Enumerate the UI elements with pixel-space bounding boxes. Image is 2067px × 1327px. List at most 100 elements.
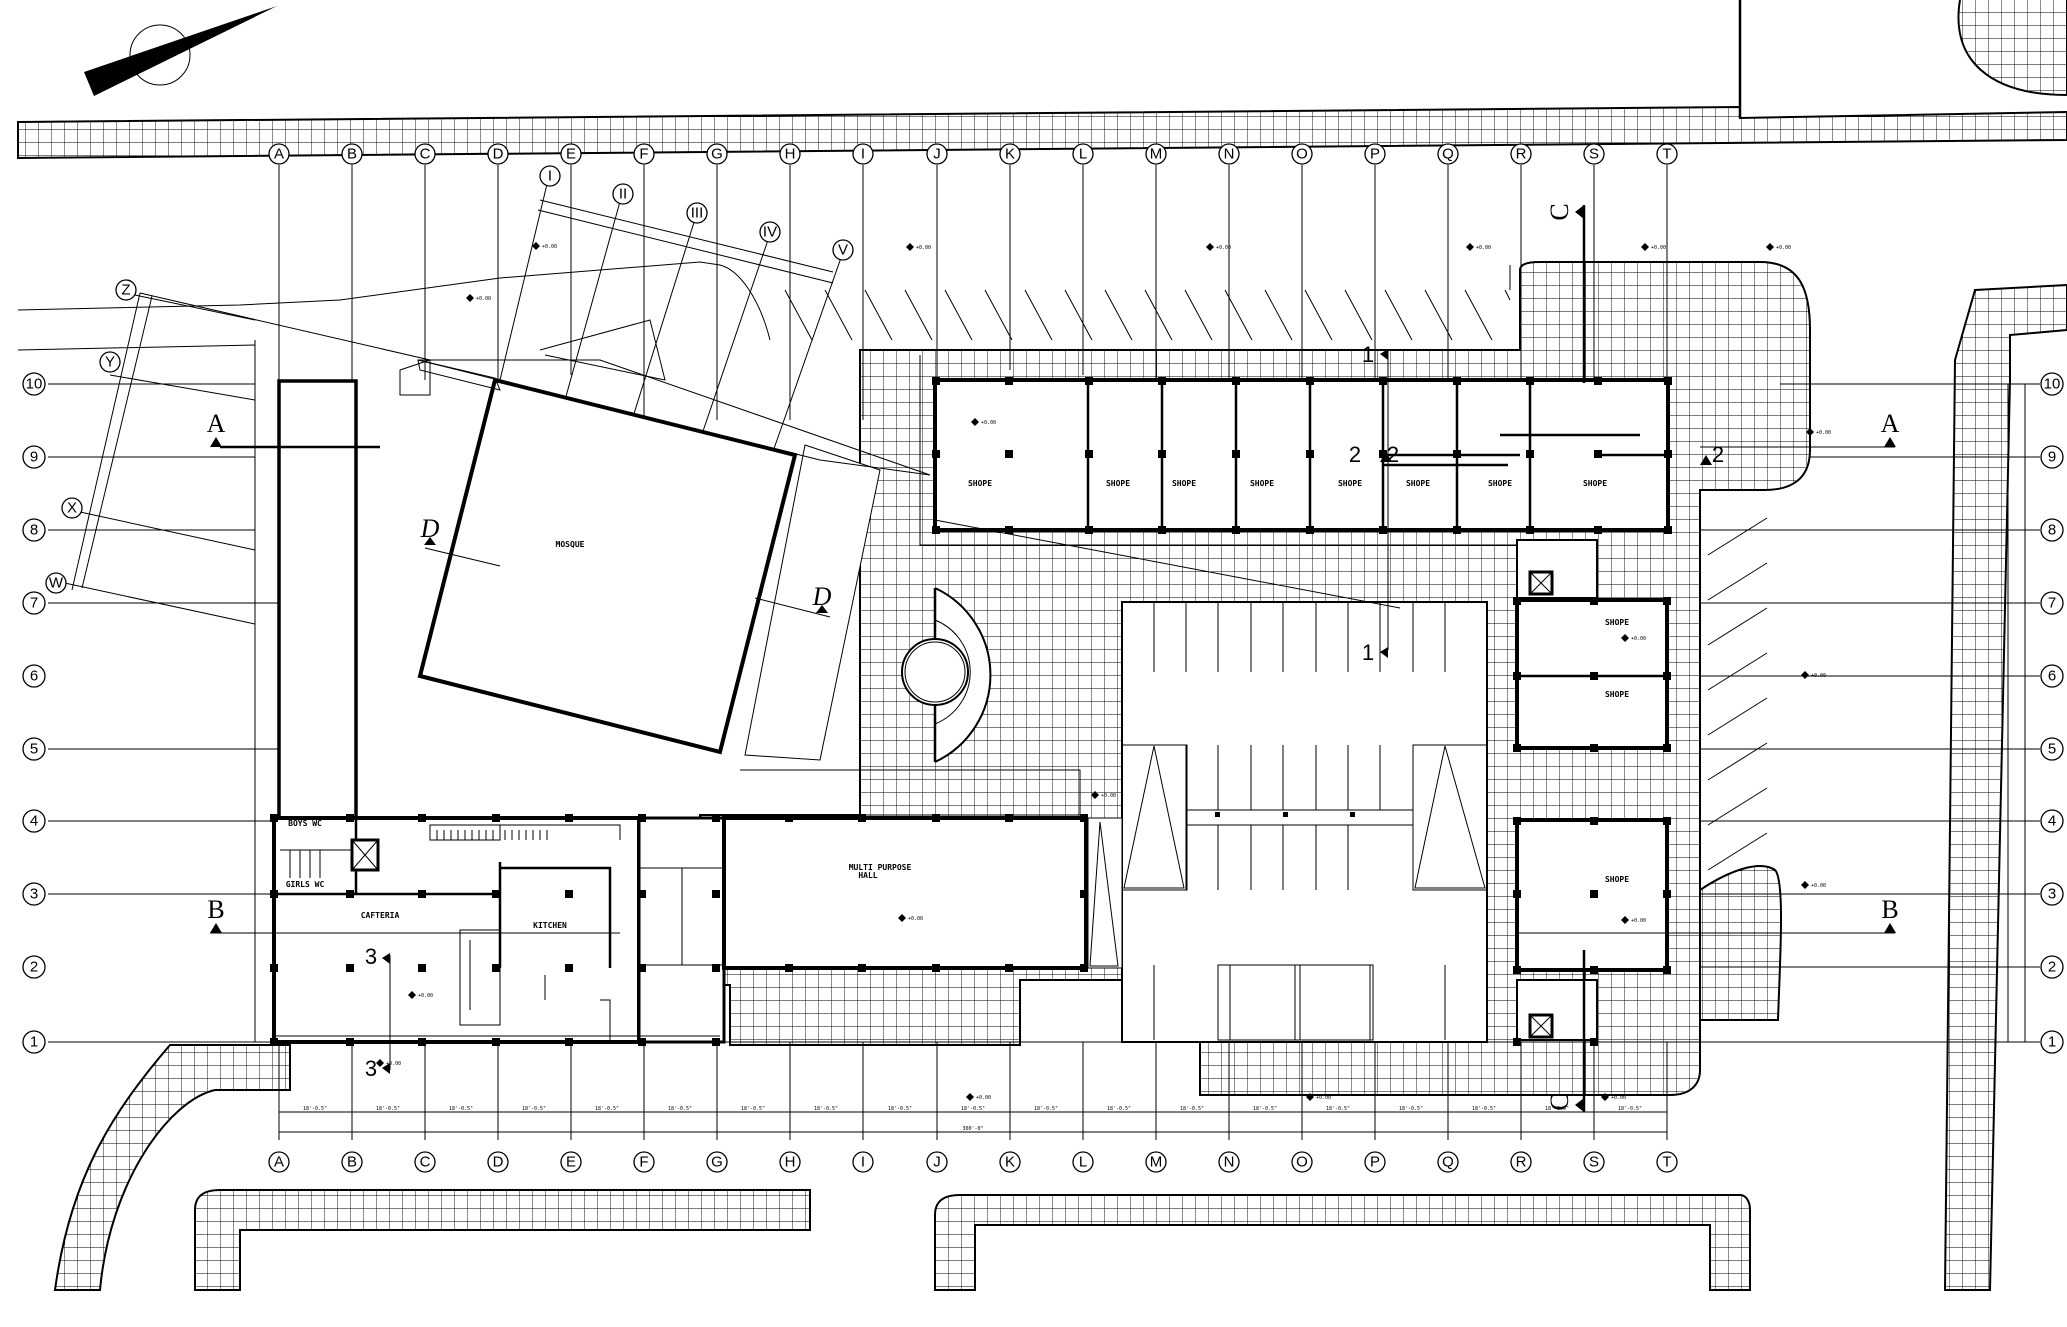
section-marker-d-west: D xyxy=(420,514,501,567)
svg-text:10: 10 xyxy=(2044,376,2061,393)
svg-text:G: G xyxy=(711,146,723,163)
svg-text:2: 2 xyxy=(1387,442,1399,467)
section-marker-a-west: A xyxy=(207,409,380,449)
svg-text:10: 10 xyxy=(26,376,43,393)
svg-text:2: 2 xyxy=(1349,442,1361,467)
svg-text:D: D xyxy=(493,1154,504,1171)
svg-text:N: N xyxy=(1224,1154,1235,1171)
svg-text:O: O xyxy=(1296,1154,1308,1171)
section-marker-3: 3 3 xyxy=(365,944,391,1081)
svg-text:E: E xyxy=(566,146,576,163)
section-marker-c-south: C xyxy=(1545,950,1586,1112)
svg-text:SHOPE: SHOPE xyxy=(1488,479,1512,488)
parking-stripes-north xyxy=(784,289,1511,341)
svg-text:I: I xyxy=(861,1154,865,1171)
svg-text:L: L xyxy=(1079,146,1087,163)
shops-east-block xyxy=(1513,539,1671,1046)
room-label-mosque: MOSQUE xyxy=(556,540,585,549)
svg-text:18'-0.5": 18'-0.5" xyxy=(1618,1106,1642,1112)
svg-text:3: 3 xyxy=(365,1056,377,1081)
svg-text:+0.00: +0.00 xyxy=(1216,245,1231,251)
grid-lines-skewed-columns xyxy=(499,179,844,461)
south-block xyxy=(270,814,1123,1046)
svg-text:2: 2 xyxy=(2048,959,2056,976)
svg-text:18'-0.5": 18'-0.5" xyxy=(1326,1106,1350,1112)
svg-text:Y: Y xyxy=(105,354,115,371)
svg-text:W: W xyxy=(49,575,64,592)
section-marker-a-east: A xyxy=(1700,409,1900,448)
svg-text:R: R xyxy=(1516,1154,1527,1171)
svg-text:C: C xyxy=(420,1154,431,1171)
svg-text:B: B xyxy=(1881,895,1898,924)
svg-text:SHOPE: SHOPE xyxy=(1106,479,1130,488)
svg-text:18'-0.5": 18'-0.5" xyxy=(595,1106,619,1112)
svg-text:18'-0.5": 18'-0.5" xyxy=(303,1106,327,1112)
svg-text:B: B xyxy=(207,895,224,924)
parking-stripes-east xyxy=(1707,517,1768,871)
svg-text:+0.00: +0.00 xyxy=(1816,430,1831,436)
svg-text:7: 7 xyxy=(30,595,38,612)
grid-bubbles-top: A B C D E F G H I J K L M N O P Q R S T xyxy=(268,143,1678,165)
svg-text:O: O xyxy=(1296,146,1308,163)
svg-text:Q: Q xyxy=(1442,1154,1454,1171)
section-marker-1: 1 1 xyxy=(1362,342,1389,665)
room-label-hall-2: HALL xyxy=(858,871,877,880)
svg-text:V: V xyxy=(838,242,848,259)
plaza-fountain xyxy=(901,587,992,763)
svg-text:S: S xyxy=(1589,1154,1599,1171)
svg-text:6: 6 xyxy=(30,668,38,685)
room-label-hall: MULTI PURPOSE xyxy=(849,863,912,872)
svg-text:9: 9 xyxy=(30,449,38,466)
svg-text:+0.00: +0.00 xyxy=(908,916,923,922)
svg-text:18'-0.5": 18'-0.5" xyxy=(1180,1106,1204,1112)
svg-text:+0.00: +0.00 xyxy=(476,296,491,302)
svg-text:18'-0.5": 18'-0.5" xyxy=(1107,1106,1131,1112)
svg-text:III: III xyxy=(691,205,704,222)
svg-text:K: K xyxy=(1005,1154,1015,1171)
dimension-labels: 18'-0.5" 18'-0.5" 18'-0.5" 18'-0.5" 18'-… xyxy=(303,1106,1642,1132)
svg-text:J: J xyxy=(933,1154,941,1171)
svg-text:R: R xyxy=(1516,146,1527,163)
shop-labels-north: SHOPE SHOPE SHOPE SHOPE SHOPE SHOPE SHOP… xyxy=(968,479,1607,488)
svg-text:18'-0.5": 18'-0.5" xyxy=(1253,1106,1277,1112)
grid-lines-rows xyxy=(48,383,2040,1043)
svg-text:IV: IV xyxy=(763,224,777,241)
north-arrow-icon xyxy=(84,6,277,96)
svg-text:A: A xyxy=(274,1154,284,1171)
shop-labels-east: SHOPE SHOPE SHOPE xyxy=(1605,618,1629,884)
svg-text:SHOPE: SHOPE xyxy=(1172,479,1196,488)
svg-text:5: 5 xyxy=(30,741,38,758)
svg-text:S: S xyxy=(1589,146,1599,163)
svg-text:8: 8 xyxy=(30,522,38,539)
svg-text:18'-0.5": 18'-0.5" xyxy=(1034,1106,1058,1112)
svg-text:+0.00: +0.00 xyxy=(1631,918,1646,924)
svg-text:P: P xyxy=(1370,146,1380,163)
svg-text:F: F xyxy=(639,146,648,163)
svg-text:+0.00: +0.00 xyxy=(1811,673,1826,679)
svg-text:H: H xyxy=(785,1154,796,1171)
svg-text:M: M xyxy=(1150,1154,1163,1171)
room-labels: MOSQUE BOYS WC GIRLS WC CAFTERIA KITCHEN… xyxy=(286,540,912,930)
svg-text:8: 8 xyxy=(2048,522,2056,539)
room-label-cafeteria: CAFTERIA xyxy=(361,911,400,920)
svg-text:SHOPE: SHOPE xyxy=(1338,479,1362,488)
paved-road-bottom xyxy=(53,1044,1751,1291)
svg-text:Z: Z xyxy=(121,282,130,299)
svg-text:18'-0.5": 18'-0.5" xyxy=(522,1106,546,1112)
svg-text:E: E xyxy=(566,1154,576,1171)
svg-text:B: B xyxy=(347,146,357,163)
svg-text:N: N xyxy=(1224,146,1235,163)
paved-road-top xyxy=(17,0,2067,160)
svg-text:+0.00: +0.00 xyxy=(1811,883,1826,889)
svg-text:+0.00: +0.00 xyxy=(386,1061,401,1067)
svg-text:I: I xyxy=(861,146,865,163)
svg-text:1: 1 xyxy=(1362,342,1374,367)
svg-text:T: T xyxy=(1662,1154,1671,1171)
svg-text:P: P xyxy=(1370,1154,1380,1171)
svg-text:5: 5 xyxy=(2048,741,2056,758)
svg-text:K: K xyxy=(1005,146,1015,163)
svg-text:M: M xyxy=(1150,146,1163,163)
svg-text:4: 4 xyxy=(30,813,38,830)
svg-text:18'-0.5": 18'-0.5" xyxy=(1399,1106,1423,1112)
svg-text:SHOPE: SHOPE xyxy=(1605,690,1629,699)
